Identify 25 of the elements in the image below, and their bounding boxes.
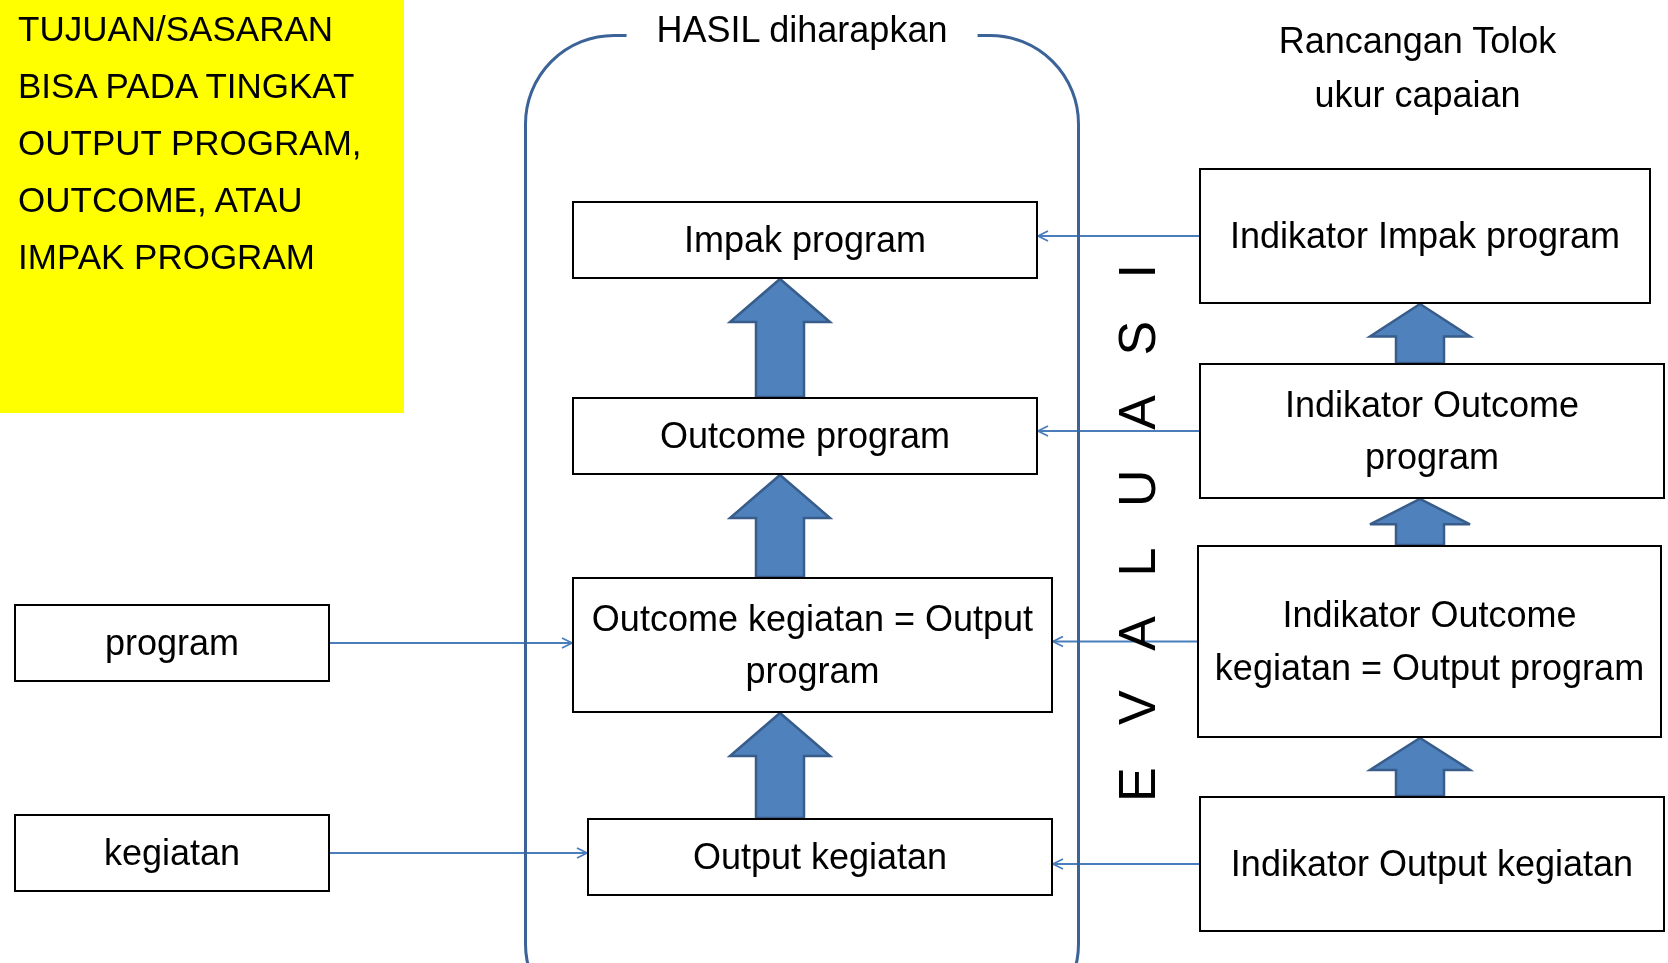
block-arrow (1368, 497, 1472, 547)
process-box: Indikator Outcome kegiatan = Output program (1197, 545, 1662, 738)
block-arrow (1365, 302, 1475, 365)
process-box: Output kegiatan (587, 818, 1053, 896)
arrow (1037, 425, 1200, 437)
arrow (1052, 858, 1200, 870)
heading-label: Rancangan Tolok ukur capaian (1277, 19, 1558, 117)
process-box: Indikator Impak program (1199, 168, 1651, 304)
block-arrow (726, 473, 834, 579)
block-arrow (726, 277, 834, 399)
arrow (1037, 230, 1200, 242)
vertical-label: E V A L U A S I (1111, 249, 1163, 803)
block-arrow (726, 711, 834, 820)
process-box: Impak program (572, 201, 1038, 279)
process-box: Outcome kegiatan = Output program (572, 577, 1053, 713)
note-box: TUJUAN/SASARAN BISA PADA TINGKAT OUTPUT PROGRAM, OUTCOME, ATAU IMPAK PROGRAM (0, 0, 404, 413)
process-box: Indikator Outcome program (1199, 363, 1665, 499)
arrow (329, 637, 573, 649)
process-box: Outcome program (572, 397, 1038, 475)
process-box: kegiatan (14, 814, 330, 892)
block-arrow (1365, 736, 1475, 798)
process-box: program (14, 604, 330, 682)
arrow (1052, 635, 1198, 648)
arrow (329, 847, 588, 859)
process-box: Indikator Output kegiatan (1199, 796, 1665, 932)
